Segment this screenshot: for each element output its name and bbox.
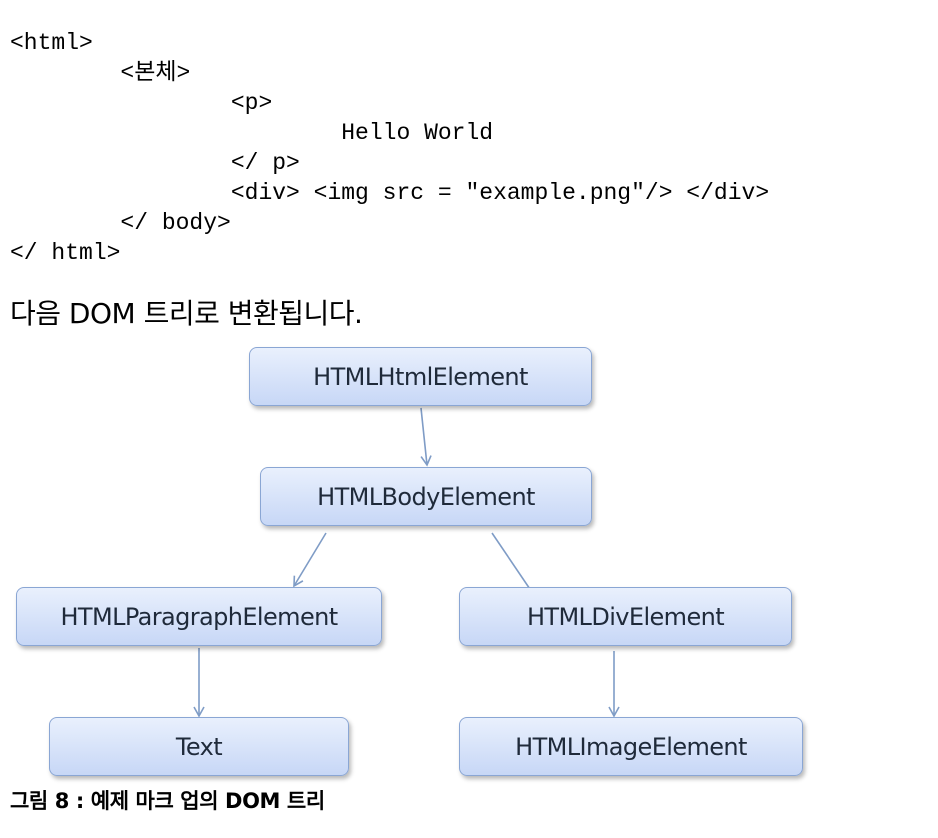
node-paragraph-element: HTMLParagraphElement [16,587,382,646]
code-line: <div> <img src = "example.png"/> </div> [10,180,770,206]
tree-connectors [193,407,620,718]
code-line: Hello World [10,120,494,146]
node-text: Text [49,717,349,776]
figure-caption: 그림 8 : 예제 마크 업의 DOM 트리 [10,789,325,813]
arrow-body-to-paragraph [293,532,327,588]
node-div-element: HTMLDivElement [459,587,792,646]
intro-text: 다음 DOM 트리로 변환됩니다. [10,297,363,330]
code-line: <html> [10,30,93,56]
code-line: <본체> [10,60,191,86]
code-line: </ html> [10,240,121,266]
arrow-html-to-body [420,407,432,467]
dom-tree-diagram: HTMLHtmlElement HTMLBodyElement HTMLPara… [0,340,938,785]
node-body-element: HTMLBodyElement [260,467,592,526]
code-line: </ body> [10,210,231,236]
node-image-element: HTMLImageElement [459,717,803,776]
code-line: </ p> [10,150,300,176]
code-block: <html> <본체> <p> Hello World </ p> <div> … [10,28,769,268]
code-line: <p> [10,90,273,116]
node-html-element: HTMLHtmlElement [249,347,592,406]
